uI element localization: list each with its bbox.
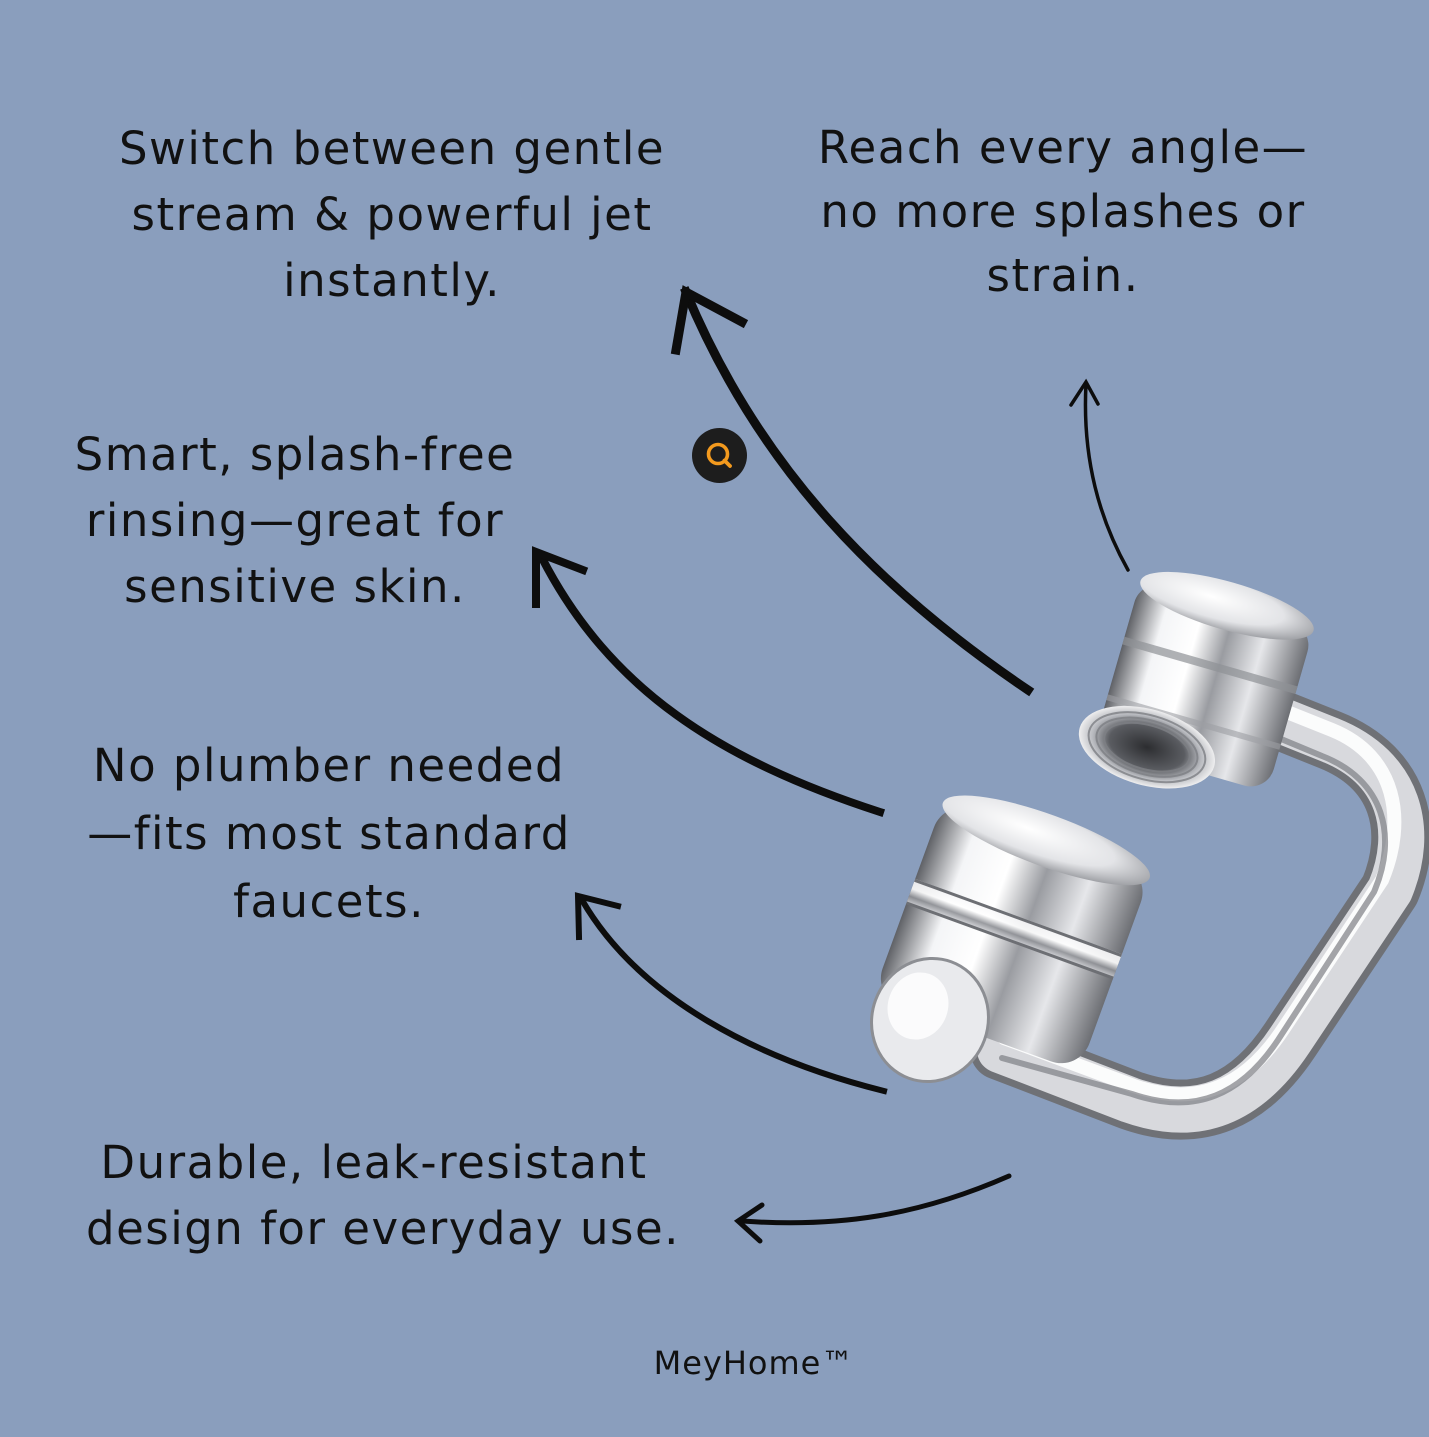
caption-line: sensitive skin. xyxy=(124,560,466,613)
feature-caption-durable: Durable, leak-resistant design for every… xyxy=(86,1130,680,1262)
feature-caption-switch-spray: Switch between gentle stream & powerful … xyxy=(112,116,672,314)
arrow-to-switch-caption xyxy=(670,285,1035,697)
caption-line: Durable, leak-resistant xyxy=(100,1136,648,1189)
feature-caption-no-plumber: No plumber needed —fits most standard fa… xyxy=(78,732,580,936)
arrow-to-reach-caption xyxy=(1069,378,1130,572)
caption-line: Smart, splash-free xyxy=(74,428,516,481)
arrow-to-plumber-caption xyxy=(574,892,888,1095)
caption-line: stream & powerful jet xyxy=(131,188,653,241)
caption-line: Reach every angle— xyxy=(817,121,1309,174)
caption-line: no more splashes or xyxy=(820,185,1306,238)
caption-line: strain. xyxy=(986,249,1140,302)
arrow-to-durable-caption xyxy=(733,1173,1012,1244)
caption-line: Switch between gentle xyxy=(118,122,666,175)
caption-line: design for everyday use. xyxy=(86,1202,680,1255)
caption-line: —fits most standard xyxy=(87,807,571,860)
caption-line: faucets. xyxy=(233,875,425,928)
arrow-to-smart-caption xyxy=(532,546,886,818)
faucet-adapter-image xyxy=(870,571,1429,1140)
feature-caption-splash-free: Smart, splash-free rinsing—great for sen… xyxy=(70,422,520,620)
caption-line: No plumber needed xyxy=(92,739,566,792)
caption-line: instantly. xyxy=(283,254,501,307)
caption-line: rinsing—great for xyxy=(85,494,505,547)
magnifier-icon xyxy=(706,442,732,468)
brand-name: MeyHome™ xyxy=(653,1344,855,1382)
feature-caption-reach-angle: Reach every angle— no more splashes or s… xyxy=(810,116,1316,308)
zoom-button[interactable] xyxy=(692,428,747,483)
